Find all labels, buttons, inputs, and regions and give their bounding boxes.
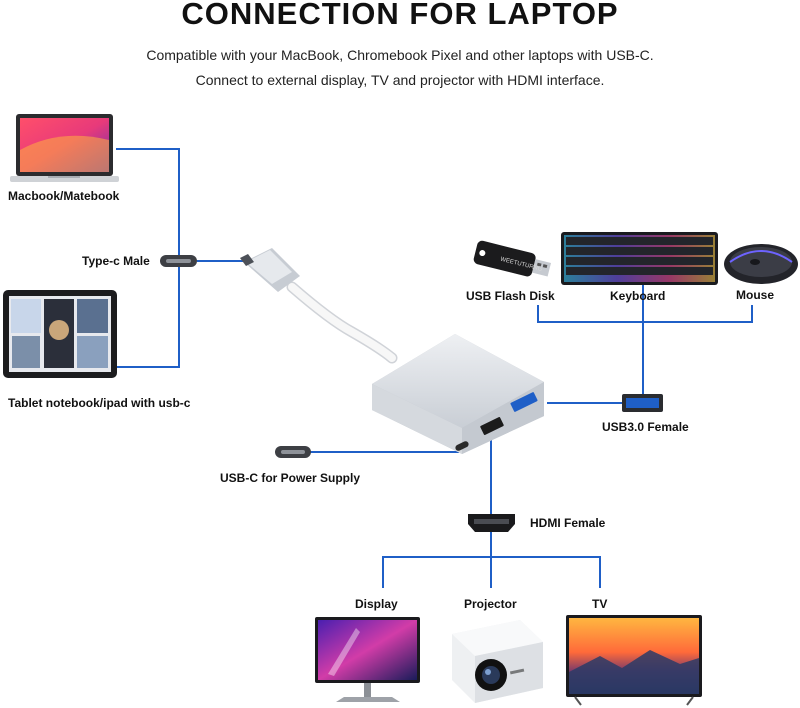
adapter-cable [240,248,398,364]
label-tv: TV [592,597,608,611]
label-mouse: Mouse [736,288,775,302]
label-keyboard: Keyboard [610,289,666,303]
subtitle-line-1: Compatible with your MacBook, Chromebook… [146,47,654,63]
page-title: CONNECTION FOR LAPTOP [181,0,619,31]
usb-flash-drive-icon: WEETUTURNG [473,240,551,277]
label-usb3-female: USB3.0 Female [602,420,689,434]
label-projector: Projector [464,597,517,611]
projector-icon [452,620,543,703]
laptop-icon [10,114,119,182]
subtitle-line-2: Connect to external display, TV and proj… [195,72,605,88]
line-peripherals [537,305,753,323]
tablet-icon [3,290,117,378]
monitor-icon [315,617,420,702]
usb-c-hub-icon [372,334,544,454]
connection-lines [116,148,753,588]
label-display: Display [355,597,398,611]
label-tablet: Tablet notebook/ipad with usb-c [8,396,191,410]
line-tablet [116,261,180,368]
typec-plug-icon [160,255,197,267]
usbc-power-port-icon [275,446,311,458]
mouse-icon [724,244,798,284]
line-macbook [116,148,180,261]
tv-icon [566,615,702,706]
label-usbc-power: USB-C for Power Supply [220,471,361,485]
label-typec-male: Type-c Male [82,254,150,268]
label-hdmi-female: HDMI Female [530,516,606,530]
usb3-port-icon [622,394,663,412]
keyboard-icon [561,232,718,285]
hdmi-port-icon [468,514,515,532]
line-displays [382,556,601,588]
label-macbook: Macbook/Matebook [8,189,120,203]
label-usb-flash-disk: USB Flash Disk [466,289,555,303]
